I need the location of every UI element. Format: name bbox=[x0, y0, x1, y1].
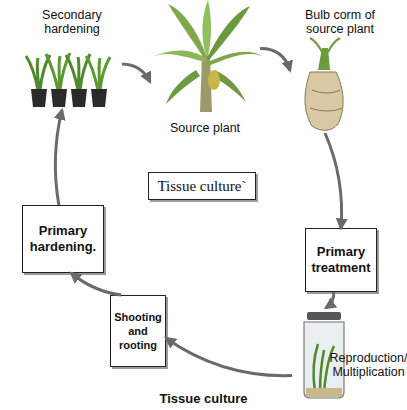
cycle-arrow bbox=[55, 110, 62, 205]
banana-plant bbox=[150, 0, 262, 112]
step-label: Reproduction/ Multiplication bbox=[292, 308, 405, 398]
node-text: Primary hardening. bbox=[23, 223, 103, 255]
cycle-arrow bbox=[260, 49, 290, 71]
process-box: Shooting and rooting bbox=[110, 295, 166, 367]
caption: Tissue culture bbox=[160, 391, 248, 406]
cycle-arrow bbox=[325, 133, 342, 228]
node-text: Tissue culture` bbox=[157, 178, 246, 194]
process-box: Primary hardening. bbox=[22, 205, 104, 273]
node-text: Source plant bbox=[170, 121, 240, 135]
bulb-corm bbox=[305, 38, 343, 130]
node-text: Primary treatment bbox=[306, 244, 376, 276]
title-box: Tissue culture` bbox=[148, 172, 256, 200]
process-box: Primary treatment bbox=[305, 228, 377, 292]
cycle-arrow bbox=[166, 338, 292, 375]
step-label: Secondary hardening bbox=[22, 8, 122, 110]
caption-wrap: Tissue culture bbox=[0, 391, 407, 406]
cycle-arrow bbox=[326, 292, 334, 308]
node-text: Reproduction/ Multiplication bbox=[330, 351, 407, 379]
cycle-arrow bbox=[71, 273, 121, 295]
step-label: Bulb corm of source plant bbox=[290, 8, 390, 133]
node-text: Shooting and rooting bbox=[111, 310, 165, 352]
node-text: Bulb corm of source plant bbox=[290, 8, 390, 36]
step-label: Source plant bbox=[150, 2, 260, 135]
cycle-arrow bbox=[122, 64, 150, 82]
potted-plants bbox=[26, 53, 110, 107]
node-text: Secondary hardening bbox=[22, 8, 122, 36]
